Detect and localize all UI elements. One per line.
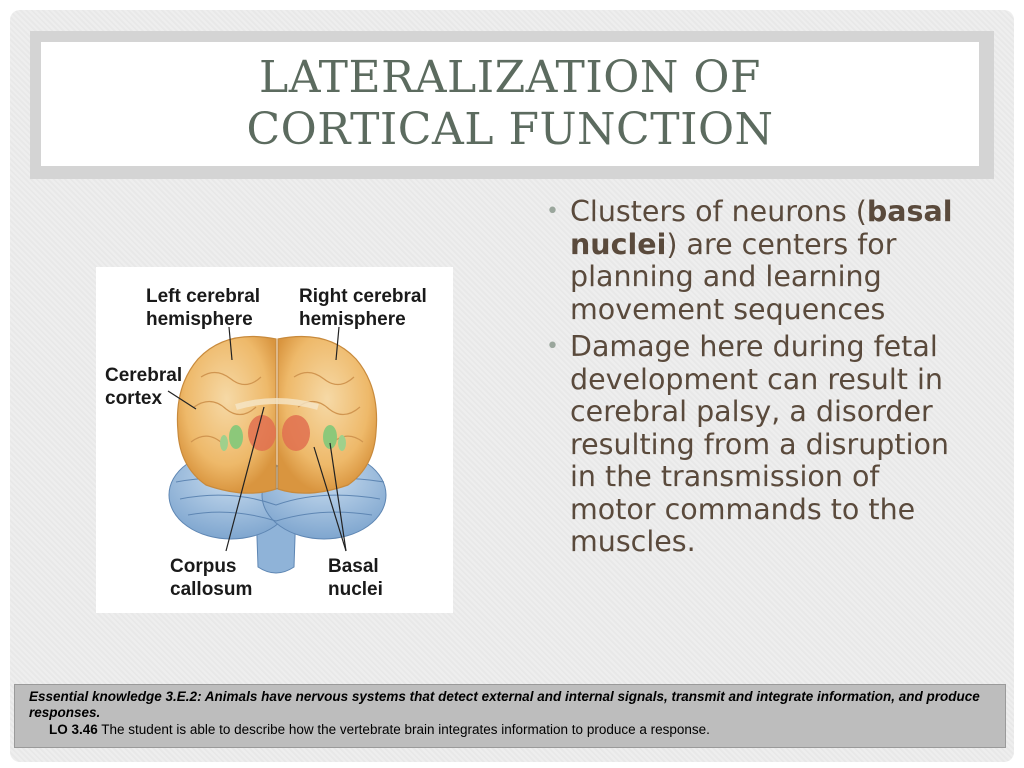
title-panel: LATERALIZATION OF CORTICAL FUNCTION	[41, 42, 979, 166]
basal-nuclei-left-red	[248, 415, 276, 451]
bullet-list: • Clusters of neurons (basal nuclei) are …	[544, 195, 969, 564]
bullet-2-text: Damage here during fetal development can…	[570, 330, 949, 558]
bullet-1-before: Clusters of neurons (	[570, 195, 867, 228]
bullet-dot-icon: •	[546, 334, 559, 359]
basal-nuclei-right-green	[323, 425, 337, 449]
bullet-dot-icon: •	[546, 199, 559, 224]
bullet-item: • Damage here during fetal development ca…	[544, 330, 969, 559]
label-right-hemisphere: Right cerebral hemisphere	[299, 286, 427, 330]
label-left-hemisphere: Left cerebral hemisphere	[146, 286, 261, 330]
bullet-1-bold: basal nuclei	[570, 195, 953, 261]
learning-objective: LO 3.46 The student is able to describe …	[29, 722, 993, 738]
lo-code: LO 3.46	[49, 722, 98, 737]
brain-figure: Left cerebral hemisphere Right cerebral …	[96, 267, 453, 613]
corpus-callosum-shape	[235, 398, 319, 410]
label-corpus-callosum: Corpus callosum	[170, 556, 253, 600]
bullet-item: • Clusters of neurons (basal nuclei) are …	[544, 195, 969, 326]
footer-standards-box: Essential knowledge 3.E.2: Animals have …	[14, 684, 1006, 748]
lo-text: The student is able to describe how the …	[97, 722, 710, 737]
bullet-1-after: ) are centers for planning and learning …	[570, 227, 897, 326]
label-basal-nuclei: Basal nuclei	[328, 556, 383, 600]
basal-nuclei-right-red	[282, 415, 310, 451]
left-hemisphere-shape	[176, 336, 277, 494]
essential-knowledge-text: Essential knowledge 3.E.2: Animals have …	[29, 689, 980, 720]
right-hemisphere-shape	[277, 336, 378, 494]
slide-title: LATERALIZATION OF CORTICAL FUNCTION	[246, 52, 774, 155]
label-cerebral-cortex: Cerebral cortex	[105, 365, 183, 409]
title-frame: LATERALIZATION OF CORTICAL FUNCTION	[30, 31, 994, 179]
basal-nuclei-left-green	[229, 425, 243, 449]
brain-illustration	[167, 326, 387, 574]
